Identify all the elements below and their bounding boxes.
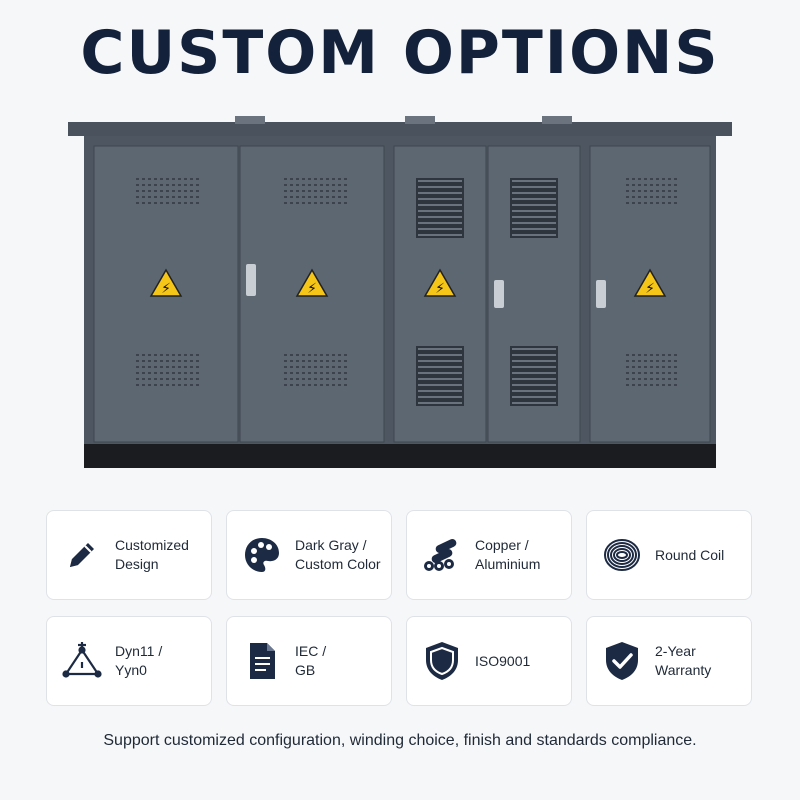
substation-cabinet-image: ⚡ ⚡ ⚡ ⚡ xyxy=(68,116,732,468)
warning-sign-icon xyxy=(295,268,329,297)
document-icon xyxy=(239,638,285,684)
shield-icon xyxy=(419,638,465,684)
lightning-bolt-icon: ⚡ xyxy=(645,280,655,296)
footer-caption: Support customized configuration, windin… xyxy=(103,732,697,749)
pencil-icon xyxy=(59,532,105,578)
warning-sign-icon xyxy=(149,268,183,297)
feature-label: Customized Design xyxy=(115,537,189,572)
feature-label: IEC / GB xyxy=(295,643,327,678)
feature-card-standards: IEC / GB xyxy=(226,616,392,706)
page-title: CUSTOM OPTIONS xyxy=(80,18,720,88)
feature-label: ISO9001 xyxy=(475,652,531,669)
feature-card-color: Dark Gray / Custom Color xyxy=(226,510,392,600)
lightning-bolt-icon: ⚡ xyxy=(435,280,445,296)
lightning-bolt-icon: ⚡ xyxy=(307,280,317,296)
feature-card-customized-design: Customized Design xyxy=(46,510,212,600)
winding-triangle-icon xyxy=(59,638,105,684)
feature-card-warranty: 2-Year Warranty xyxy=(586,616,752,706)
warning-sign-icon xyxy=(633,268,667,297)
feature-label: Dark Gray / Custom Color xyxy=(295,537,381,572)
door-handle xyxy=(596,280,606,308)
feature-label: Round Coil xyxy=(655,546,725,563)
coil-icon xyxy=(599,532,645,578)
door-handle xyxy=(494,280,504,308)
feature-card-conductor: Copper / Aluminium xyxy=(406,510,572,600)
feature-label: 2-Year Warranty xyxy=(655,643,712,678)
door-handle xyxy=(246,264,256,296)
lightning-bolt-icon: ⚡ xyxy=(161,280,171,296)
warning-sign-icon xyxy=(423,268,457,297)
feature-label: Dyn11 / Yyn0 xyxy=(115,643,163,678)
shield-check-icon xyxy=(599,638,645,684)
palette-icon xyxy=(239,532,285,578)
feature-card-iso: ISO9001 xyxy=(406,616,572,706)
feature-card-winding: Dyn11 / Yyn0 xyxy=(46,616,212,706)
feature-card-coil: Round Coil xyxy=(586,510,752,600)
feature-label: Copper / Aluminium xyxy=(475,537,541,572)
copper-rods-icon xyxy=(419,532,465,578)
